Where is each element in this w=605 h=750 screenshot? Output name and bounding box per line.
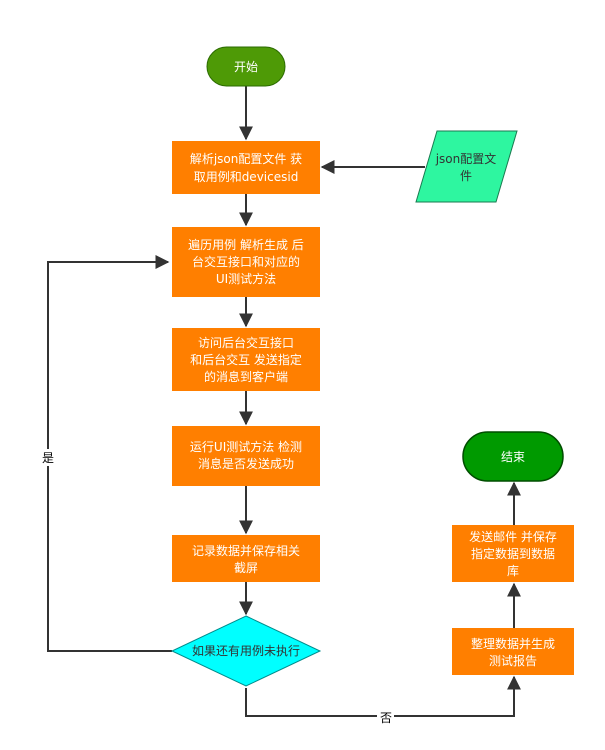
yes-label: 是: [42, 451, 54, 465]
no-label: 否: [380, 711, 392, 725]
traverse-label-line-2: 台交互接口和对应的: [192, 254, 300, 269]
end-label: 结束: [501, 450, 525, 464]
config-file-node: json配置文 件: [415, 130, 518, 203]
access-label-line-2: 和后台交互 发送指定: [190, 352, 302, 367]
record-node: 记录数据并保存相关 截屏: [172, 535, 320, 582]
parse-node: 解析json配置文件 获 取用例和devicesid: [172, 141, 320, 194]
start-label: 开始: [234, 60, 258, 74]
record-label-line-2: 截屏: [234, 561, 258, 575]
start-node: 开始: [206, 46, 286, 87]
traverse-label-line-1: 遍历用例 解析生成 后: [188, 238, 304, 252]
mail-node: 发送邮件 并保存 指定数据到数据 库: [452, 525, 574, 582]
decision-label: 如果还有用例未执行: [192, 643, 300, 658]
report-label-line-2: 测试报告: [489, 653, 537, 668]
decision-node: 如果还有用例未执行: [170, 615, 322, 687]
traverse-label-line-3: UI测试方法: [216, 271, 276, 286]
access-label-line-3: 的消息到客户端: [204, 369, 288, 384]
access-label-line-1: 访问后台交互接口: [198, 335, 294, 350]
edge-decision-yes-loop: [47, 255, 172, 652]
parse-label-line-2: 取用例和devicesid: [194, 170, 299, 184]
run-label-line-1: 运行UI测试方法 检测: [190, 439, 302, 454]
mail-label-line-2: 指定数据到数据: [471, 546, 555, 561]
record-label-line-1: 记录数据并保存相关: [192, 543, 300, 558]
mail-label-line-1: 发送邮件 并保存: [469, 529, 557, 544]
edge-labels: 是 否: [40, 449, 394, 726]
config-label-line-1: json配置文: [435, 151, 497, 166]
config-label-line-2: 件: [460, 169, 472, 183]
report-label-line-1: 整理数据并生成: [471, 636, 555, 651]
traverse-node: 遍历用例 解析生成 后 台交互接口和对应的 UI测试方法: [172, 227, 320, 297]
parse-label-line-1: 解析json配置文件 获: [190, 151, 302, 166]
run-node: 运行UI测试方法 检测 消息是否发送成功: [172, 426, 320, 486]
end-node: 结束: [462, 431, 564, 482]
access-node: 访问后台交互接口 和后台交互 发送指定 的消息到客户端: [172, 328, 320, 391]
run-label-line-2: 消息是否发送成功: [198, 456, 294, 471]
mail-label-line-3: 库: [507, 563, 519, 578]
report-node: 整理数据并生成 测试报告: [452, 628, 574, 675]
